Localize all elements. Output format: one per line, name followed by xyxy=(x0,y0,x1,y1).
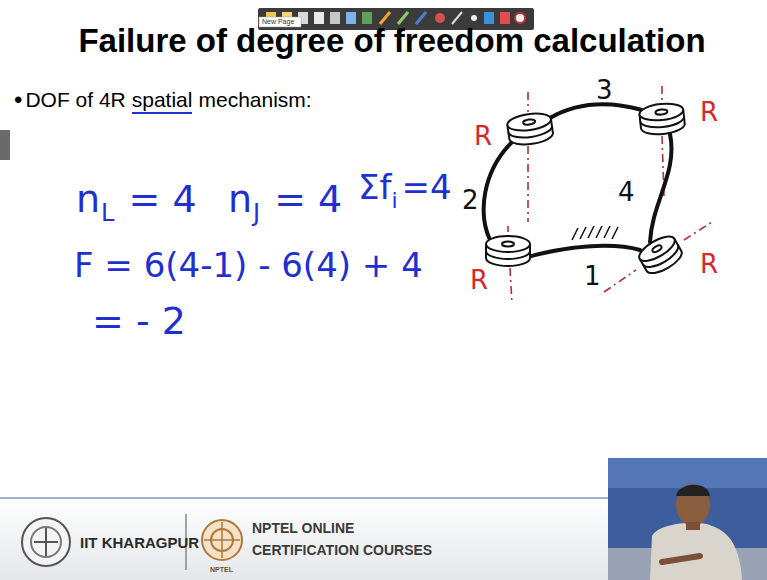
tooltip-text: New Page xyxy=(262,18,294,26)
joint-label: R xyxy=(700,98,718,128)
link-number: 2 xyxy=(462,186,479,216)
joint-label: R xyxy=(700,250,718,280)
handwritten-math: F = 6(4-1) - 6(4) + 4 xyxy=(74,246,423,285)
bullet-text: mechanism: xyxy=(198,88,311,112)
subscript: J xyxy=(253,200,260,228)
handwritten-math: Σf xyxy=(358,168,391,207)
institute-name: IIT KHARAGPUR xyxy=(80,534,199,551)
handwritten-math: n xyxy=(76,178,100,222)
handwritten-math: =4 xyxy=(402,168,452,207)
bullet-mark: • xyxy=(14,86,22,114)
handwritten-math: n xyxy=(228,178,252,222)
bullet-text: DOF of 4R xyxy=(25,88,125,112)
course-name: CERTIFICATION COURSES xyxy=(252,542,432,558)
joint-label: R xyxy=(470,266,488,296)
handwritten-math: = - 2 xyxy=(92,300,186,344)
subscript: i xyxy=(391,188,397,213)
mechanism-sketch xyxy=(484,86,712,304)
slide-title: Failure of degree of freedom calculation xyxy=(78,22,705,60)
handwritten-math: = 4 xyxy=(128,178,196,222)
link-number: 4 xyxy=(618,178,635,208)
link-number: 1 xyxy=(584,262,601,292)
side-tab xyxy=(0,130,10,160)
footer-band xyxy=(0,498,767,580)
joint-label: R xyxy=(474,122,492,152)
logo-caption: NPTEL xyxy=(210,566,233,574)
link-number: 3 xyxy=(596,76,613,106)
subscript: L xyxy=(101,200,114,228)
course-name: NPTEL ONLINE xyxy=(252,520,354,536)
handwritten-math: = 4 xyxy=(274,178,342,222)
bullet-text: spatial xyxy=(132,88,193,114)
